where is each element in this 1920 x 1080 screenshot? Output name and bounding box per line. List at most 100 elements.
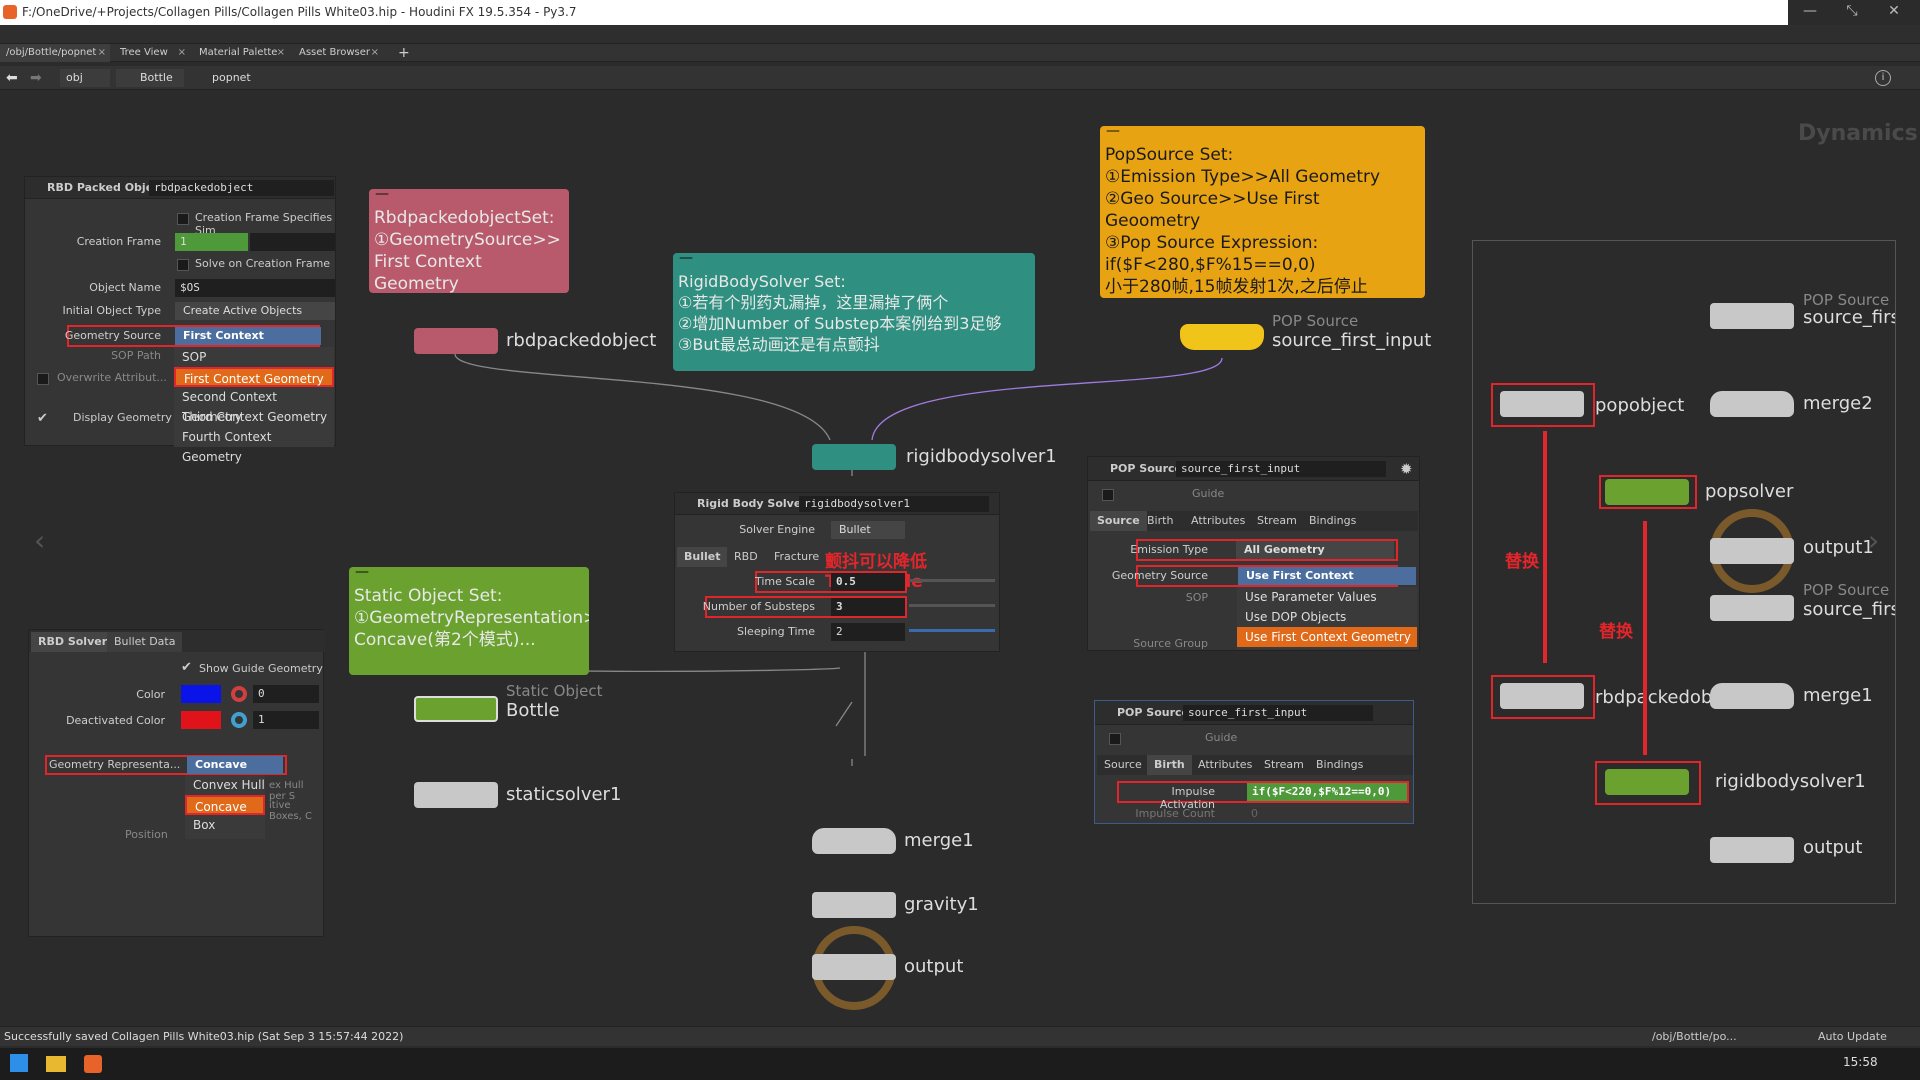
- emission-type-select[interactable]: All Geometry: [1236, 541, 1394, 559]
- close-tab-icon[interactable]: ×: [97, 47, 106, 58]
- substeps-field[interactable]: 3: [831, 598, 905, 616]
- ref-popsolver-node[interactable]: [1605, 479, 1689, 505]
- nav-left-icon[interactable]: ‹: [34, 524, 46, 557]
- ref-merge2-node[interactable]: [1710, 391, 1794, 417]
- sticky-note-static[interactable]: — Static Object Set: ①GeometryRepresenta…: [349, 567, 589, 675]
- sticky-collapse-icon[interactable]: —: [375, 189, 389, 202]
- sleeping-field[interactable]: 2: [831, 623, 905, 641]
- ref-rbdpacked-node[interactable]: [1500, 683, 1584, 709]
- menu-item-first-context[interactable]: First Context Geometry: [174, 367, 334, 387]
- tab-attributes[interactable]: Attributes: [1191, 514, 1246, 527]
- network-editor[interactable]: Dynamics — RbdpackedobjectSet: ①Geometry…: [0, 96, 1920, 1016]
- breadcrumb-bottle[interactable]: Bottle: [116, 69, 184, 87]
- tab-stream[interactable]: Stream: [1257, 514, 1297, 527]
- guide-checkbox[interactable]: [1102, 489, 1114, 501]
- deactivated-value-field[interactable]: 1: [253, 711, 319, 729]
- tab-network[interactable]: /obj/Bottle/popnet×: [0, 44, 110, 62]
- merge-node[interactable]: [812, 828, 896, 854]
- tab-birth[interactable]: Birth: [1147, 755, 1192, 775]
- sticky-note-rbd[interactable]: — RbdpackedobjectSet: ①GeometrySource>> …: [369, 189, 569, 293]
- menu-item-first-context[interactable]: Use First Context Geometry: [1237, 627, 1417, 647]
- tab-stream[interactable]: Stream: [1264, 758, 1304, 771]
- ref-popobject-node[interactable]: [1500, 391, 1584, 417]
- tab-asset-browser[interactable]: Asset Browser×: [293, 44, 383, 62]
- solver-engine-select[interactable]: Bullet: [831, 521, 905, 539]
- initial-object-type-select[interactable]: Create Active Objects: [175, 302, 335, 320]
- menu-item-second-context[interactable]: Second Context Geometry: [182, 390, 277, 424]
- geometry-source-select[interactable]: First Context Geometry: [175, 327, 321, 360]
- rigidbodysolver-node[interactable]: [812, 444, 896, 470]
- close-tab-icon[interactable]: ×: [276, 47, 285, 58]
- close-tab-icon[interactable]: ×: [370, 47, 379, 58]
- creation-frame-checkbox[interactable]: [177, 213, 189, 225]
- overwrite-checkbox[interactable]: [37, 373, 49, 385]
- sticky-note-rigid[interactable]: — RigidBodySolver Set: ①若有个别药丸漏掉，这里漏掉了俩个…: [673, 253, 1035, 371]
- creation-frame-field[interactable]: 1: [175, 233, 248, 251]
- tab-bindings[interactable]: Bindings: [1309, 514, 1357, 527]
- tab-rbd[interactable]: RBD: [734, 550, 758, 563]
- sleeping-slider[interactable]: [909, 629, 995, 632]
- creation-frame-slider[interactable]: [250, 233, 335, 251]
- geo-source-select[interactable]: Use First Context Geometry: [1238, 567, 1416, 600]
- tab-bullet-data[interactable]: Bullet Data: [107, 632, 183, 652]
- node-name-field[interactable]: source_first_input: [1176, 461, 1386, 477]
- guide-checkbox[interactable]: [1109, 733, 1121, 745]
- ref-rigidbody-node[interactable]: [1605, 769, 1689, 795]
- tab-tree-view[interactable]: Tree View×: [114, 44, 190, 62]
- node-name-field[interactable]: rbdpackedobject: [149, 180, 334, 196]
- forward-arrow-icon[interactable]: ➡: [30, 70, 42, 86]
- object-name-field[interactable]: $OS: [175, 279, 335, 297]
- sticky-note-pop[interactable]: — PopSource Set: ①Emission Type>>All Geo…: [1100, 126, 1425, 298]
- houdini-taskbar-icon[interactable]: [84, 1055, 102, 1073]
- guide-color-swatch[interactable]: [181, 685, 221, 703]
- gravity-node[interactable]: [812, 892, 896, 918]
- update-mode[interactable]: Auto Update: [1818, 1030, 1887, 1043]
- ref-merge1-node[interactable]: [1710, 683, 1794, 709]
- minimize-icon[interactable]: —: [1803, 3, 1817, 19]
- status-path[interactable]: /obj/Bottle/po...: [1652, 1030, 1737, 1043]
- tab-bullet[interactable]: Bullet: [677, 547, 728, 567]
- nav-right-icon[interactable]: ›: [1868, 524, 1880, 557]
- ref-pop-source2-node[interactable]: [1710, 595, 1794, 621]
- sticky-collapse-icon[interactable]: —: [679, 253, 693, 266]
- menu-item-third-context[interactable]: Third Context Geometry: [182, 410, 328, 424]
- tab-bindings[interactable]: Bindings: [1316, 758, 1364, 771]
- impulse-activation-field[interactable]: if($F<220,$F%12==0,0): [1247, 783, 1407, 801]
- color-value-field[interactable]: 0: [253, 685, 319, 703]
- tab-source[interactable]: Source: [1090, 511, 1147, 531]
- deactivated-color-swatch[interactable]: [181, 711, 221, 729]
- back-arrow-icon[interactable]: ⬅: [6, 70, 18, 86]
- display-geometry-check-icon[interactable]: ✔: [37, 411, 48, 426]
- georep-select[interactable]: Concave: [187, 756, 283, 774]
- menu-item-box[interactable]: Box: [193, 818, 216, 832]
- staticsolver-node[interactable]: [414, 782, 498, 808]
- restore-icon[interactable]: ⤡: [1846, 3, 1858, 19]
- info-icon[interactable]: i: [1875, 70, 1891, 86]
- color-wheel-icon[interactable]: [231, 686, 247, 702]
- time-scale-field[interactable]: 0.5: [831, 573, 905, 591]
- pop-source-node[interactable]: [1180, 324, 1264, 350]
- node-name-field[interactable]: source_first_input: [1183, 705, 1373, 721]
- breadcrumb-popnet[interactable]: popnet: [190, 69, 260, 87]
- ref-pop-source-node[interactable]: [1710, 303, 1794, 329]
- ref-output1-node[interactable]: [1710, 538, 1794, 564]
- static-object-node[interactable]: [414, 696, 498, 722]
- output-node[interactable]: [812, 954, 896, 980]
- color-wheel-icon[interactable]: [231, 712, 247, 728]
- sticky-collapse-icon[interactable]: —: [1106, 126, 1120, 139]
- sticky-collapse-icon[interactable]: —: [355, 567, 369, 580]
- solve-on-creation-checkbox[interactable]: [177, 259, 189, 271]
- substeps-slider[interactable]: [909, 604, 995, 607]
- tab-material-palette[interactable]: Material Palette×: [193, 44, 289, 62]
- windows-start-icon[interactable]: [10, 1054, 28, 1072]
- file-explorer-icon[interactable]: [46, 1056, 66, 1072]
- menu-item-sop[interactable]: SOP: [182, 350, 207, 364]
- tab-fracture[interactable]: Fracture: [774, 550, 820, 563]
- tab-birth[interactable]: Birth: [1147, 514, 1174, 527]
- ref-output-node[interactable]: [1710, 837, 1794, 863]
- close-icon[interactable]: ✕: [1888, 3, 1900, 19]
- close-tab-icon[interactable]: ×: [177, 47, 186, 58]
- add-tab-button[interactable]: +: [398, 45, 410, 61]
- node-name-field[interactable]: rigidbodysolver1: [799, 496, 989, 512]
- tab-attributes[interactable]: Attributes: [1198, 758, 1253, 771]
